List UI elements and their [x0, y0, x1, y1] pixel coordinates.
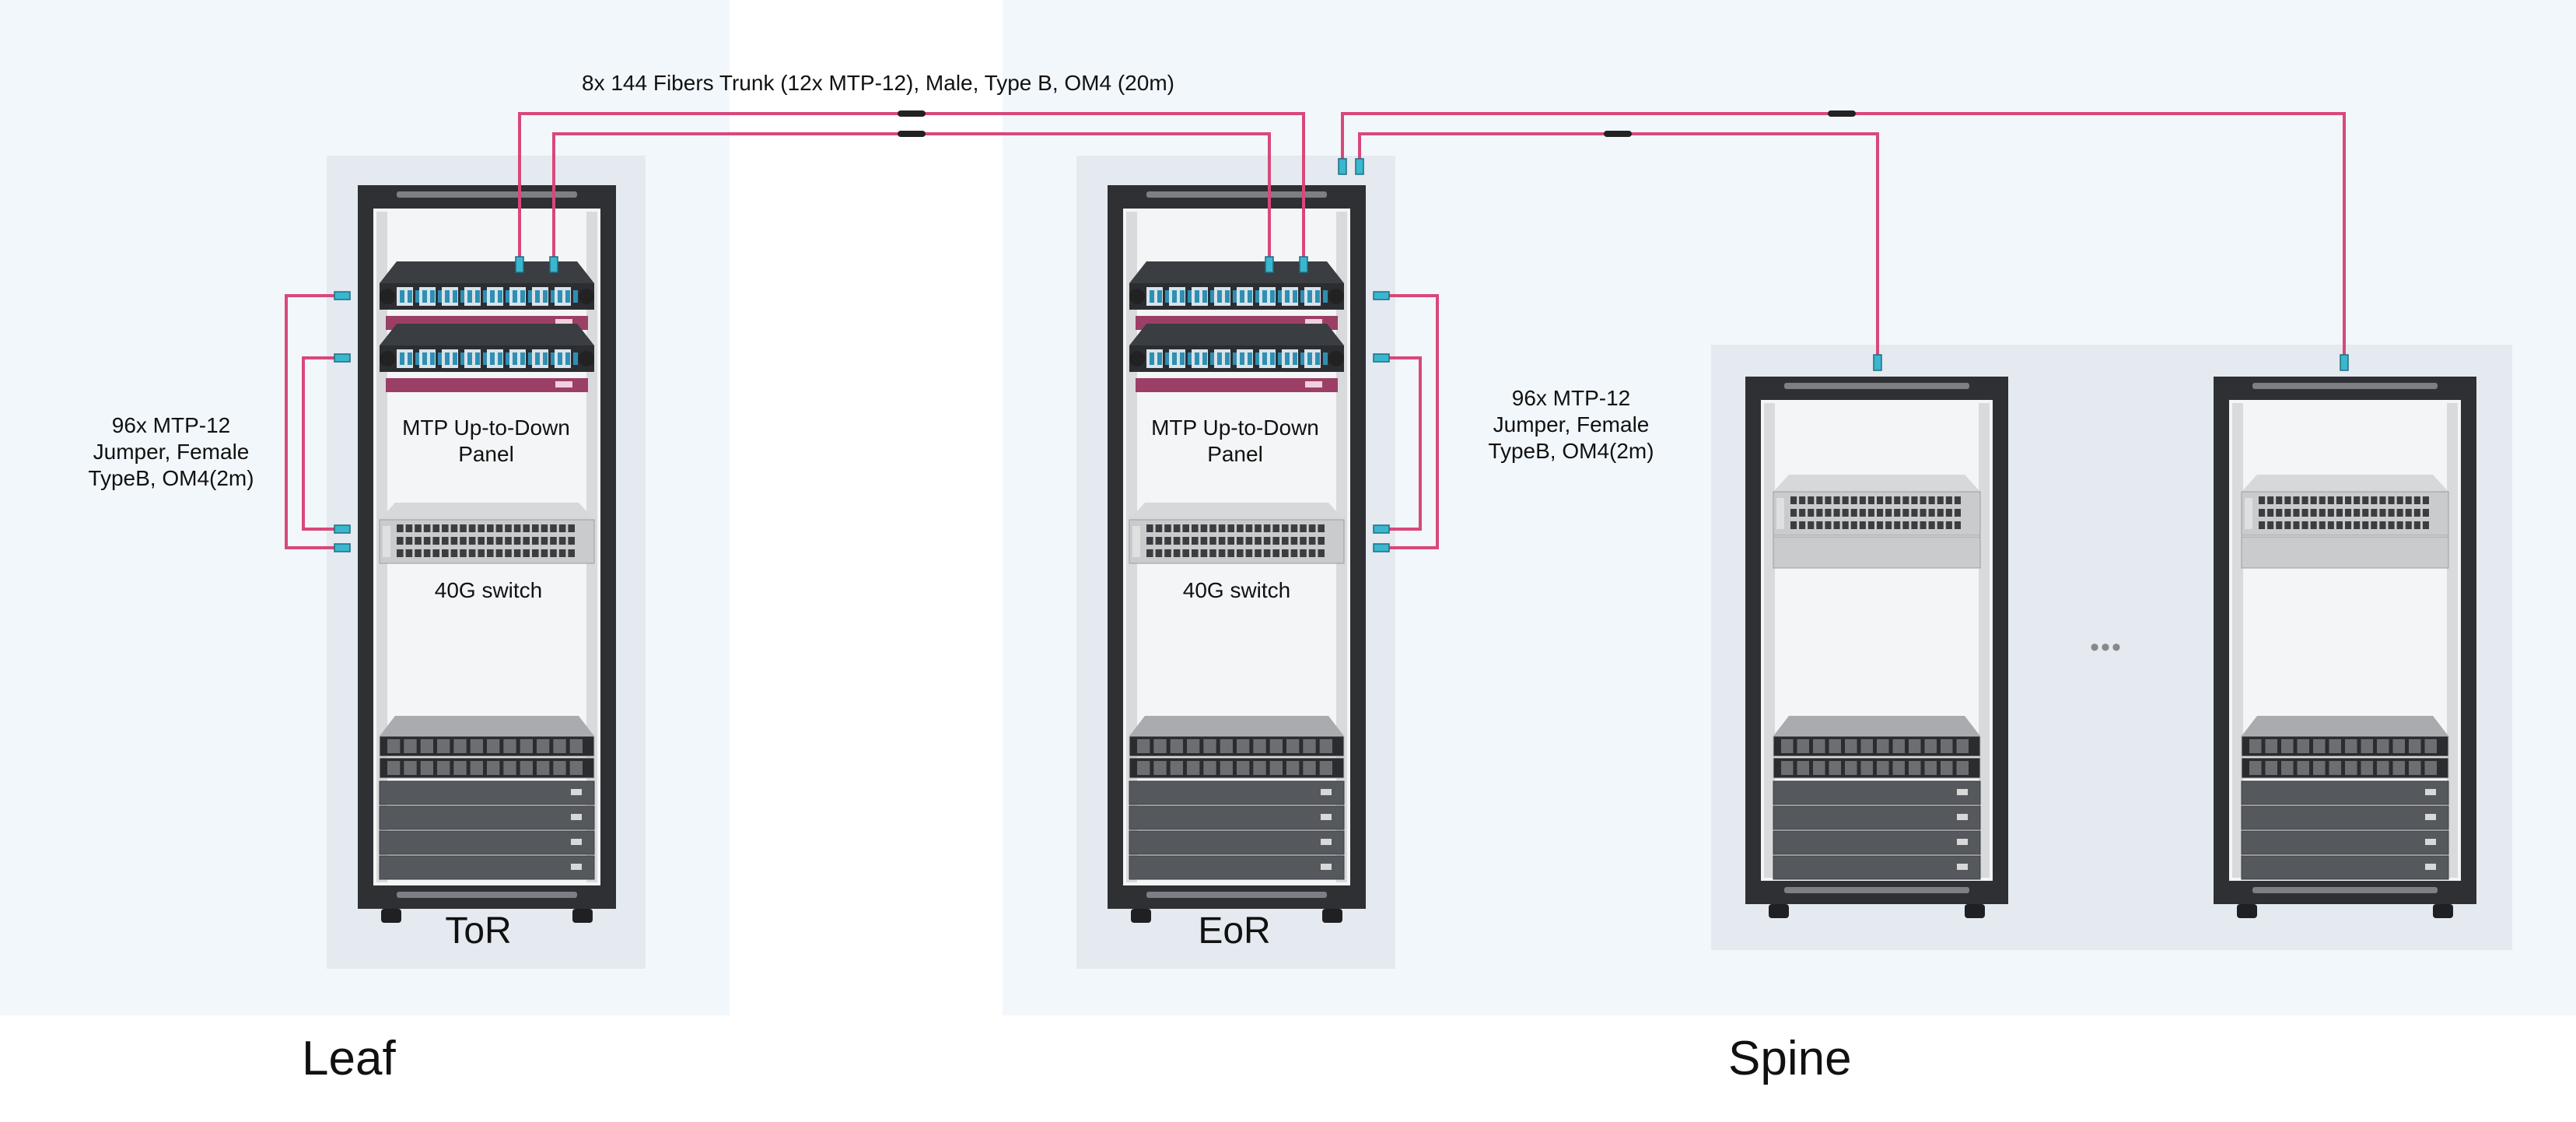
jumper-label-right: 96x MTP-12 Jumper, Female TypeB, OM4(2m): [1488, 386, 1654, 464]
mtp-connector: [515, 256, 524, 273]
mtp-connector: [1373, 291, 1390, 300]
jumper-cable-left-1: [285, 294, 342, 549]
mtp-panel: [1129, 261, 1344, 330]
spine-rack-1: [1745, 377, 2008, 918]
mtp-connector: [1373, 353, 1390, 363]
storage-server: [1773, 716, 1981, 880]
40g-switch: [379, 503, 595, 564]
mtp-connector: [334, 291, 351, 300]
mtp-connector: [1873, 354, 1882, 371]
40g-switch: [1129, 503, 1345, 564]
jumper-cable-left-2: [302, 356, 342, 531]
mtp-connector: [1355, 158, 1364, 175]
jumper-label-left: 96x MTP-12 Jumper, Female TypeB, OM4(2m): [88, 413, 254, 491]
storage-server: [2241, 716, 2449, 880]
mtp-connector: [1338, 158, 1347, 175]
eor-label: EoR: [1198, 910, 1271, 952]
spine-section-label: Spine: [1728, 1032, 1852, 1085]
panel-label-eor: MTP Up-to-Down Panel: [1151, 415, 1319, 467]
mtp-connector: [549, 256, 558, 273]
cable-sleeve: [1604, 131, 1632, 137]
spine-rack-2: [2214, 377, 2476, 918]
jumper-cable-right-1: [1381, 294, 1439, 549]
mtp-connector: [1373, 524, 1390, 534]
mtp-connector: [334, 353, 351, 363]
tor-label: ToR: [445, 910, 512, 952]
mtp-panel: [380, 261, 594, 330]
jumper-cable-right-2: [1381, 356, 1422, 531]
storage-server: [379, 716, 595, 880]
switch-lower-shelf: [1773, 536, 1981, 569]
cable-sleeve: [1828, 110, 1856, 117]
cable-sleeve: [898, 131, 926, 137]
eor-rack: [1108, 185, 1366, 923]
switch-lower-shelf: [2241, 536, 2449, 569]
cable-sleeve: [898, 110, 926, 117]
mtp-connector: [334, 543, 351, 552]
mtp-connector: [334, 524, 351, 534]
mtp-connector: [2340, 354, 2349, 371]
40g-switch: [2241, 475, 2449, 536]
mtp-connector: [1299, 256, 1308, 273]
trunk-cable-3: [1341, 112, 2346, 361]
mtp-connector: [1373, 543, 1390, 552]
mtp-connector: [1265, 256, 1274, 273]
storage-server: [1129, 716, 1345, 880]
tor-rack: [358, 185, 616, 923]
switch-label-tor: 40G switch: [434, 578, 543, 602]
more-racks-ellipsis: •••: [2090, 633, 2123, 662]
trunk-cable-label: 8x 144 Fibers Trunk (12x MTP-12), Male, …: [582, 71, 1174, 95]
leaf-section-label: Leaf: [302, 1032, 396, 1085]
switch-label-eor: 40G switch: [1182, 578, 1291, 602]
mtp-panel: [1129, 324, 1344, 392]
panel-label-tor: MTP Up-to-Down Panel: [402, 415, 570, 467]
mtp-panel: [380, 324, 594, 392]
40g-switch: [1773, 475, 1981, 536]
